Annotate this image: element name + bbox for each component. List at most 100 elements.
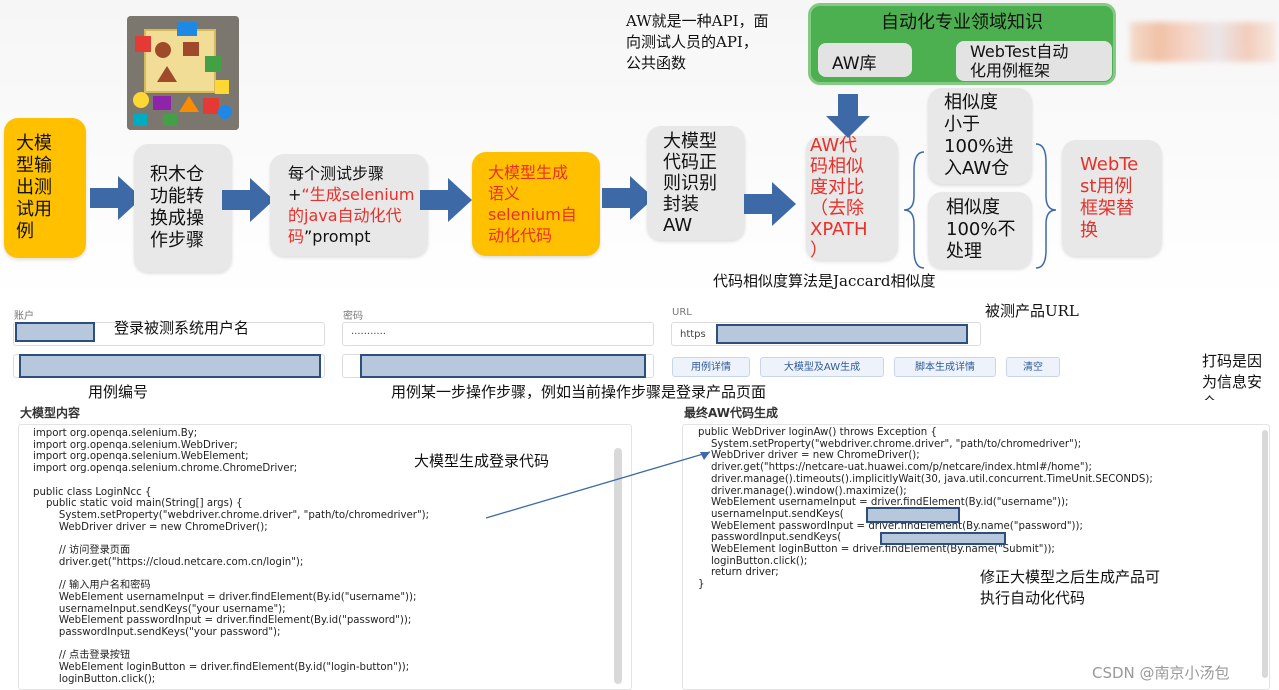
code-line: WebElement usernameInput = driver.findEl… [698,497,1069,509]
note-line: 执行自动化代码 [980,589,1086,607]
note-line: 修正大模型之后生成产品可 [980,568,1161,586]
note-line: 公共函数 [626,54,687,72]
box5-line: 封装 [663,193,699,215]
blurred-logo [1130,22,1276,62]
webtest-line: WebTest自动 [970,42,1069,61]
password-input[interactable]: ··········· [342,322,654,346]
code-line: WebElement loginButton = driver.findElem… [33,662,410,674]
box9-line: st用例 [1080,176,1133,197]
box6-line: XPATH [810,219,868,240]
step-description-note: 用例某一步操作步骤，例如当前操作步骤是登录产品页面 [391,383,767,401]
code-line: WebElement usernameInput = driver.findEl… [33,591,417,603]
csdn-watermark: CSDN @南京小汤包 [1092,664,1230,682]
step-regex-wrap-aw: 大模型 代码正 则识别 封装 AW [647,126,745,240]
step-similarity-less-100: 相似度 小于 100%进 入AW仓 [928,88,1032,184]
case-detail-button[interactable]: 用例详情 [672,357,750,377]
right-scrollbar[interactable] [1262,430,1268,678]
code-line: loginButton.click(); [698,555,808,567]
code-line: WebElement loginButton = driver.findElem… [698,544,1055,556]
annotation-arrow [485,451,711,519]
account-label: 账户 [14,311,34,322]
building-blocks-photo [127,16,239,130]
clear-button[interactable]: 清空 [1006,357,1060,377]
box2-line: 换成操 [150,208,204,229]
box9-line: WebTe [1080,154,1139,175]
step-llm-generate-selenium: 大模型生成 语义 selenium自 动化代码 [472,152,600,256]
code-line: driver.manage().window().maximize(); [698,485,907,497]
code-line: driver.get("https://cloud.netcare.com.cn… [33,556,304,568]
code-line: WebDriver driver = new ChromeDriver(); [698,450,920,462]
script-detail-button[interactable]: 脚本生成详情 [894,357,996,377]
code-line [33,639,429,651]
code-line: System.setProperty("webdriver.chrome.dri… [698,438,1082,450]
flow-arrow-5 [744,182,796,226]
code-line: import org.openqa.selenium.By; [33,428,198,439]
step-mask [360,354,646,378]
code-line: public class LoginNcc { [33,486,152,498]
llm-content-title: 大模型内容 [20,406,81,420]
box3-red-text: 码 [288,227,305,246]
account-mask [15,322,95,342]
box8-line: 100%不 [946,219,1016,240]
case-number-note: 用例编号 [88,383,149,401]
box1-line: 试用 [16,199,52,220]
code-line: System.setProperty("webdriver.chrome.dri… [33,509,430,521]
case-number-mask [19,354,321,378]
box5-line: AW [663,214,693,236]
down-arrow [826,94,870,140]
box3-plus: + [288,185,302,204]
code-line: // 访问登录页面 [33,545,131,557]
llm-aw-generate-button[interactable]: 大模型及AW生成 [760,357,884,377]
note-line: 向测试人员的API， [626,33,758,51]
final-aw-title: 最终AW代码生成 [684,406,778,420]
code-line: driver.get("https://netcare-uat.huawei.c… [698,462,1092,474]
code-line [33,568,429,580]
code-line: import org.openqa.selenium.WebDriver; [33,439,238,451]
code-line: usernameInput.sendKeys( [698,508,844,520]
aw-code: public WebDriver loginAw() throws Except… [698,427,1153,591]
url-label: URL [672,307,692,318]
box2-line: 功能转 [150,186,204,207]
llm-login-note: 大模型生成登录代码 [414,452,550,470]
fixed-code-note: 修正大模型之后生成产品可 执行自动化代码 [980,567,1160,609]
box2-line: 作步骤 [150,230,204,251]
password-label: 密码 [343,311,363,322]
code-line: passwordInput.sendKeys("your password"); [33,626,281,638]
code-line [33,475,429,487]
code-line: WebElement passwordInput = driver.findEl… [33,615,412,627]
box9-line: 换 [1080,220,1098,241]
password-value-mask [880,532,1006,545]
box1-line: 型输 [16,155,52,176]
code-line [33,533,429,545]
step-similarity-100: 相似度 100%不 处理 [928,192,1032,268]
knowledge-title: 自动化专业领域知识 [881,12,1043,33]
code-line: public static void main(String[] args) { [33,498,243,510]
step-webtest-replace: WebTe st用例 框架替 换 [1062,140,1162,256]
left-scrollbar[interactable] [614,448,622,684]
box3-suffix: ”prompt [304,227,371,246]
box1-line: 大模 [16,133,52,154]
llm-content-panel: 大模型内容 import org.openqa.selenium.By;impo… [10,400,640,690]
jaccard-note: 代码相似度算法是Jaccard相似度 [713,272,936,290]
flow-arrow-2 [222,178,274,222]
box6-line: 码相似 [810,156,864,177]
llm-code: import org.openqa.selenium.By;import org… [33,428,429,685]
box6-line: （去除 [810,198,864,219]
box7-line: 100%进 [944,136,1014,157]
code-line: // 点击登录按钮 [33,650,131,662]
login-user-note: 登录被测系统用户名 [114,319,250,337]
box4-line: 动化代码 [488,226,553,245]
box8-line: 相似度 [946,197,1000,218]
url-mask [716,324,968,344]
box9-line: 框架替 [1080,198,1134,219]
box8-line: 处理 [946,241,982,262]
box6-line: ） [810,240,828,261]
box4-line: 语义 [488,184,521,203]
code-line: driver.manage().timeouts().implicitlyWai… [698,473,1153,485]
code-line: import org.openqa.selenium.chrome.Chrome… [33,463,298,475]
box6-line: 度对比 [810,177,864,198]
aw-library-label: AW库 [832,54,877,74]
aw-library-box: AW库 [818,43,912,77]
code-line: } [698,579,705,591]
box5-line: 大模型 [663,130,717,152]
